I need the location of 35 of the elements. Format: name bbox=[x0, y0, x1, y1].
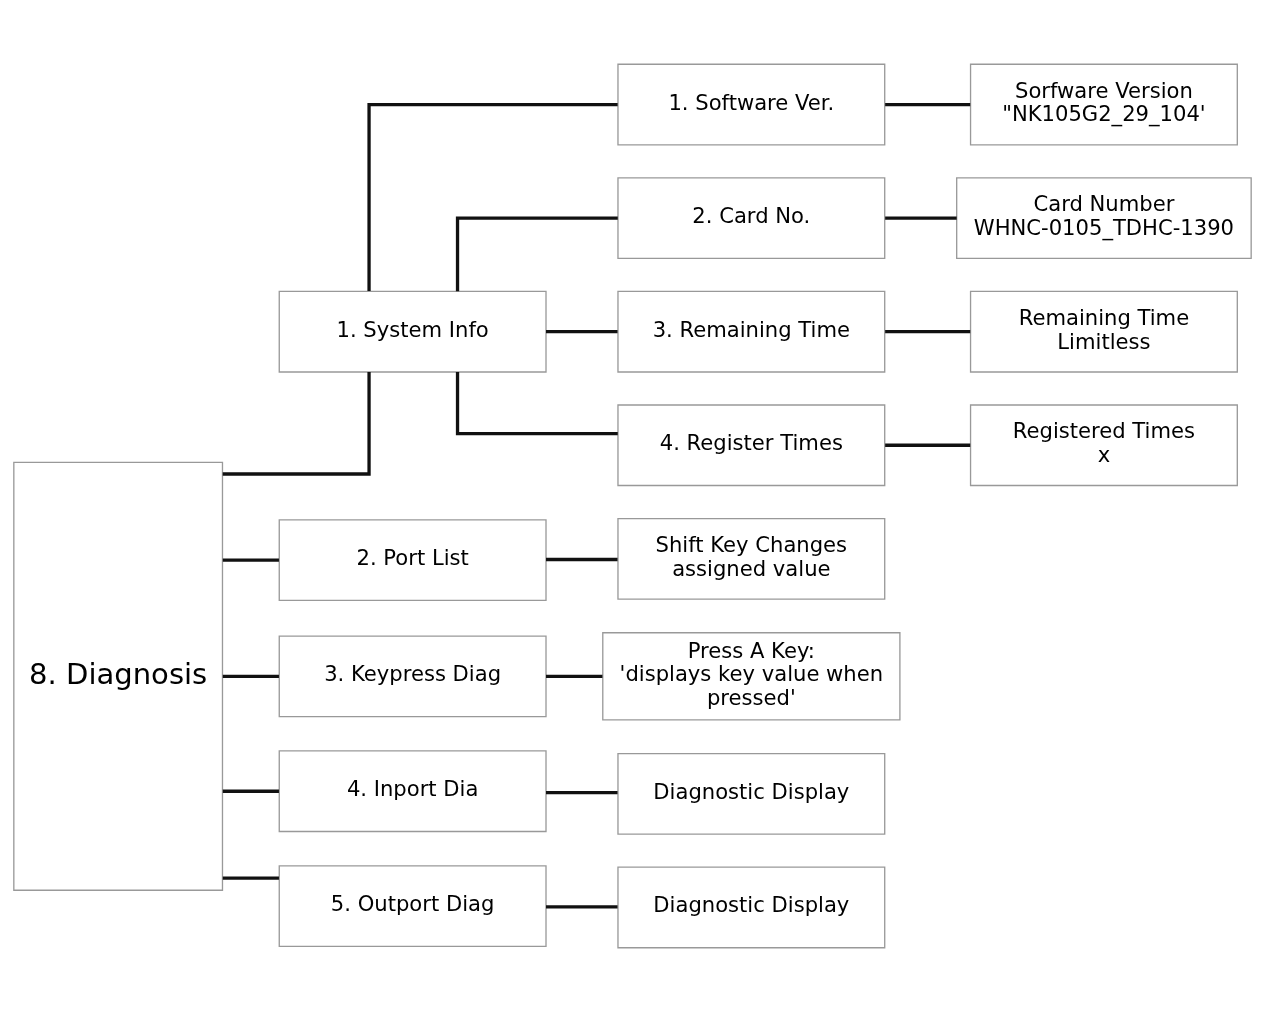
node-box: 2. Port List bbox=[278, 518, 547, 601]
node-box: Sorfware Version "NK105G2_29_104' bbox=[969, 63, 1238, 145]
connector bbox=[222, 371, 371, 476]
connector bbox=[546, 790, 618, 794]
connector bbox=[885, 329, 971, 333]
node-box: Registered Times x bbox=[969, 403, 1238, 486]
node-box: 1. System Info bbox=[278, 290, 547, 373]
node-box: 5. Outport Diag bbox=[278, 864, 547, 947]
connector bbox=[222, 558, 279, 562]
node-box: Diagnostic Display bbox=[617, 752, 886, 835]
node-box: Remaining Time Limitless bbox=[969, 290, 1238, 373]
node-box: Card Number WHNC-0105_TDHC-1390 bbox=[956, 176, 1252, 259]
node-box: 2. Card No. bbox=[617, 176, 886, 259]
node-box: 4. Inport Dia bbox=[278, 749, 547, 832]
node-box: Shift Key Changes assigned value bbox=[617, 517, 886, 600]
node-box: 3. Remaining Time bbox=[617, 290, 886, 373]
node-box: 1. Software Ver. bbox=[617, 63, 886, 145]
node-box: Diagnostic Display bbox=[617, 866, 886, 948]
connector bbox=[546, 329, 618, 333]
connector bbox=[367, 102, 618, 291]
connector bbox=[455, 371, 618, 435]
connector bbox=[885, 102, 971, 106]
connector bbox=[885, 215, 957, 220]
connector bbox=[455, 215, 618, 291]
connector bbox=[222, 674, 279, 678]
connector bbox=[885, 443, 971, 447]
node-box: 4. Register Times bbox=[617, 403, 886, 486]
connector bbox=[546, 557, 618, 561]
node-box: 3. Keypress Diag bbox=[278, 634, 547, 717]
node-box: 8. Diagnosis bbox=[13, 461, 224, 891]
node-box: Press A Key: 'displays key value when pressed' bbox=[602, 631, 901, 721]
connector bbox=[222, 789, 279, 793]
connector bbox=[546, 904, 618, 908]
connector bbox=[222, 875, 279, 880]
connector bbox=[546, 674, 603, 678]
